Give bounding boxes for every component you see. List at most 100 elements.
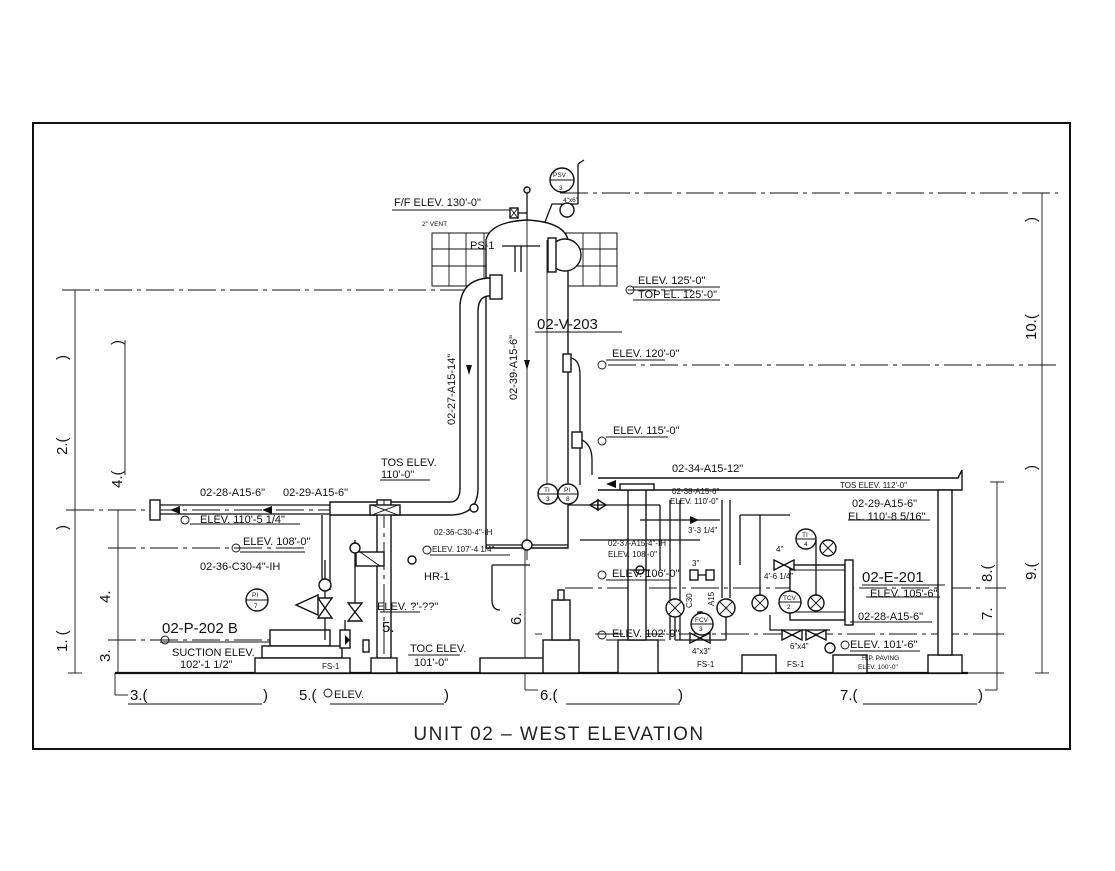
dim-4-label: 4.( xyxy=(109,470,126,488)
drawing-title: UNIT 02 – WEST ELEVATION xyxy=(413,724,704,745)
line-02-39-label: 02-39-A15-6" xyxy=(508,335,520,400)
vessel-side-nozzles xyxy=(562,353,593,485)
exchanger-tag: 02-E-201 xyxy=(862,569,924,586)
dim-7-label: 7. xyxy=(979,607,996,620)
line-02-27-a15-14 xyxy=(329,274,503,516)
elev-107-label: ELEV. 107'-4 1/4" xyxy=(432,545,495,554)
drawing-frame xyxy=(32,122,1071,750)
dim-4-6-label: 4'-6 1/4" xyxy=(764,572,793,581)
c30-label: C30 xyxy=(685,593,694,608)
vessel-tag: 02-V-203 xyxy=(537,316,598,333)
vessel-outlet-lines xyxy=(568,498,720,575)
leader-lines xyxy=(128,209,977,705)
dimension-lines-left xyxy=(68,289,128,696)
elev-125-label: ELEV. 125'-0" xyxy=(638,275,705,287)
dim-7-bottom-close: ) xyxy=(978,687,983,704)
left-header xyxy=(149,499,331,590)
tos-112-label: TOS ELEV. 112'-0" xyxy=(840,481,907,490)
dim-6-bottom-close: ) xyxy=(678,687,683,704)
control-valves xyxy=(665,500,837,654)
tcv-number: 2 xyxy=(787,604,791,611)
line-02-34-label: 02-34-A15-12" xyxy=(672,463,743,475)
lower-drum xyxy=(491,539,533,611)
psv-label: PSV xyxy=(553,172,567,179)
pipe-rack-left xyxy=(355,499,401,674)
pi8-label: PI xyxy=(564,487,570,494)
dim-5-label: 5. xyxy=(382,619,395,636)
psv-number: 3 xyxy=(559,185,563,192)
toc-elev-label-b: 101'-0" xyxy=(414,657,448,669)
line-02-28-right-label: 02-28-A15-6" xyxy=(858,611,923,623)
dimension-lines-right xyxy=(524,192,1049,691)
dim-7-bottom-label: 7.( xyxy=(840,687,858,704)
line-02-29-right-label: 02-29-A15-6" xyxy=(852,498,917,510)
dim-4-inner-label: 4. xyxy=(97,590,114,603)
line-02-37-label: 02-37-A15-4"-IH xyxy=(608,539,666,548)
dim-5-bottom-close: ) xyxy=(444,687,449,704)
dim-3-3-label: 3'-3 1/4" xyxy=(688,526,717,535)
reducer-4x3-label: 4"x3" xyxy=(692,647,711,656)
pi7-label: PI xyxy=(252,592,258,599)
fs1-right-label: FS-1 xyxy=(787,660,805,669)
cl-markers xyxy=(160,285,850,650)
line-02-29-left-label: 02-29-A15-6" xyxy=(283,487,348,499)
pump-tag: 02-P-202 B xyxy=(162,620,238,637)
dim-5-bottom-elev: ELEV. xyxy=(334,689,364,701)
dim-1-label: 1. ( xyxy=(54,630,71,652)
fs1-left-label: FS-1 xyxy=(322,662,340,671)
toc-elev-label-a: TOC ELEV. xyxy=(410,643,466,655)
dim-6-label: 6. xyxy=(508,612,525,625)
elev-108-right-label: ELEV. 108'-0" xyxy=(608,550,657,559)
elev-120-label: ELEV. 120'-0" xyxy=(612,348,679,360)
fcv-label: FCV xyxy=(695,617,709,624)
pi7-number: 7 xyxy=(254,603,258,610)
dim-4-close: ) xyxy=(109,340,126,345)
elev-106-label: ELEV. 106'-0" xyxy=(612,568,679,580)
dim-2-label: 2.( xyxy=(54,437,71,455)
elev-105-label: ELEV. 105'-6" xyxy=(870,588,937,600)
fcv-number: 3 xyxy=(699,626,703,633)
dim-5-bottom-label: 5.( xyxy=(299,687,317,704)
a15-label: A15 xyxy=(707,591,716,606)
dim-1-close: ) xyxy=(54,525,71,530)
instrument-bubbles xyxy=(245,167,817,636)
vent-label: 2" VENT xyxy=(422,221,447,228)
tos-110-label-b: 110'-0" xyxy=(381,469,414,481)
dim-3-inner-label: 3. xyxy=(97,649,114,662)
line-02-28-left-label: 02-28-A15-6" xyxy=(200,487,265,499)
dim-10-close: ) xyxy=(1023,217,1040,222)
line-02-38-label: 02-38-A15-6" xyxy=(672,487,719,496)
elev-102-label: ELEV. 102'-0" xyxy=(612,628,679,640)
reducer-6x4-label: 6"x4" xyxy=(790,642,809,651)
dim-2-close: ) xyxy=(54,355,71,360)
dim-6-bottom-label: 6.( xyxy=(540,687,558,704)
exchanger-02-e-201 xyxy=(789,559,854,626)
tos-110-label-a: TOS ELEV. xyxy=(381,457,437,469)
suction-elev-label-a: SUCTION ELEV. xyxy=(172,647,255,659)
line-02-27-label: 02-27-A15-14" xyxy=(446,354,458,425)
elev-unknown-label: ELEV. ?'-??" xyxy=(377,601,438,613)
pump-valves xyxy=(294,540,417,653)
dim-3in-label: 3" xyxy=(692,559,699,568)
dim-4-label: 4" xyxy=(776,545,783,554)
line-02-36-left-label: 02-36-C30-4"-IH xyxy=(200,561,280,573)
hp-paving-label-a: H.P. PAVING xyxy=(862,655,899,662)
ti3-number: 3 xyxy=(546,496,550,503)
suction-elev-label-b: 102'-1 1/2" xyxy=(180,659,233,671)
ff-elevation-label: F/F ELEV. 130'-0" xyxy=(394,197,481,209)
top-el-125-label: TOP EL. 125'-0" xyxy=(638,289,717,301)
dim-3-bottom-label: 3.( xyxy=(130,687,148,704)
line-02-36-right-label: 02-36-C30-4"-IH xyxy=(434,528,493,537)
ti3-label: TI xyxy=(544,487,550,494)
dim-9-close: ) xyxy=(1023,465,1040,470)
ps1-support xyxy=(502,245,540,272)
fs1-middle-label: FS-1 xyxy=(697,660,715,669)
elev-110-8-label: EL. 110'-8 5/16" xyxy=(848,511,925,523)
hr1-label: HR-1 xyxy=(424,571,450,583)
dim-10-label: 10.( xyxy=(1023,314,1040,340)
dim-3-bottom-close: ) xyxy=(263,687,268,704)
reducer-4x6-label: 4"x6" xyxy=(563,197,579,204)
dim-9-label: 9.( xyxy=(1023,562,1040,580)
ti4-label: TI xyxy=(802,532,808,539)
tcv-label: TCV xyxy=(783,595,797,602)
